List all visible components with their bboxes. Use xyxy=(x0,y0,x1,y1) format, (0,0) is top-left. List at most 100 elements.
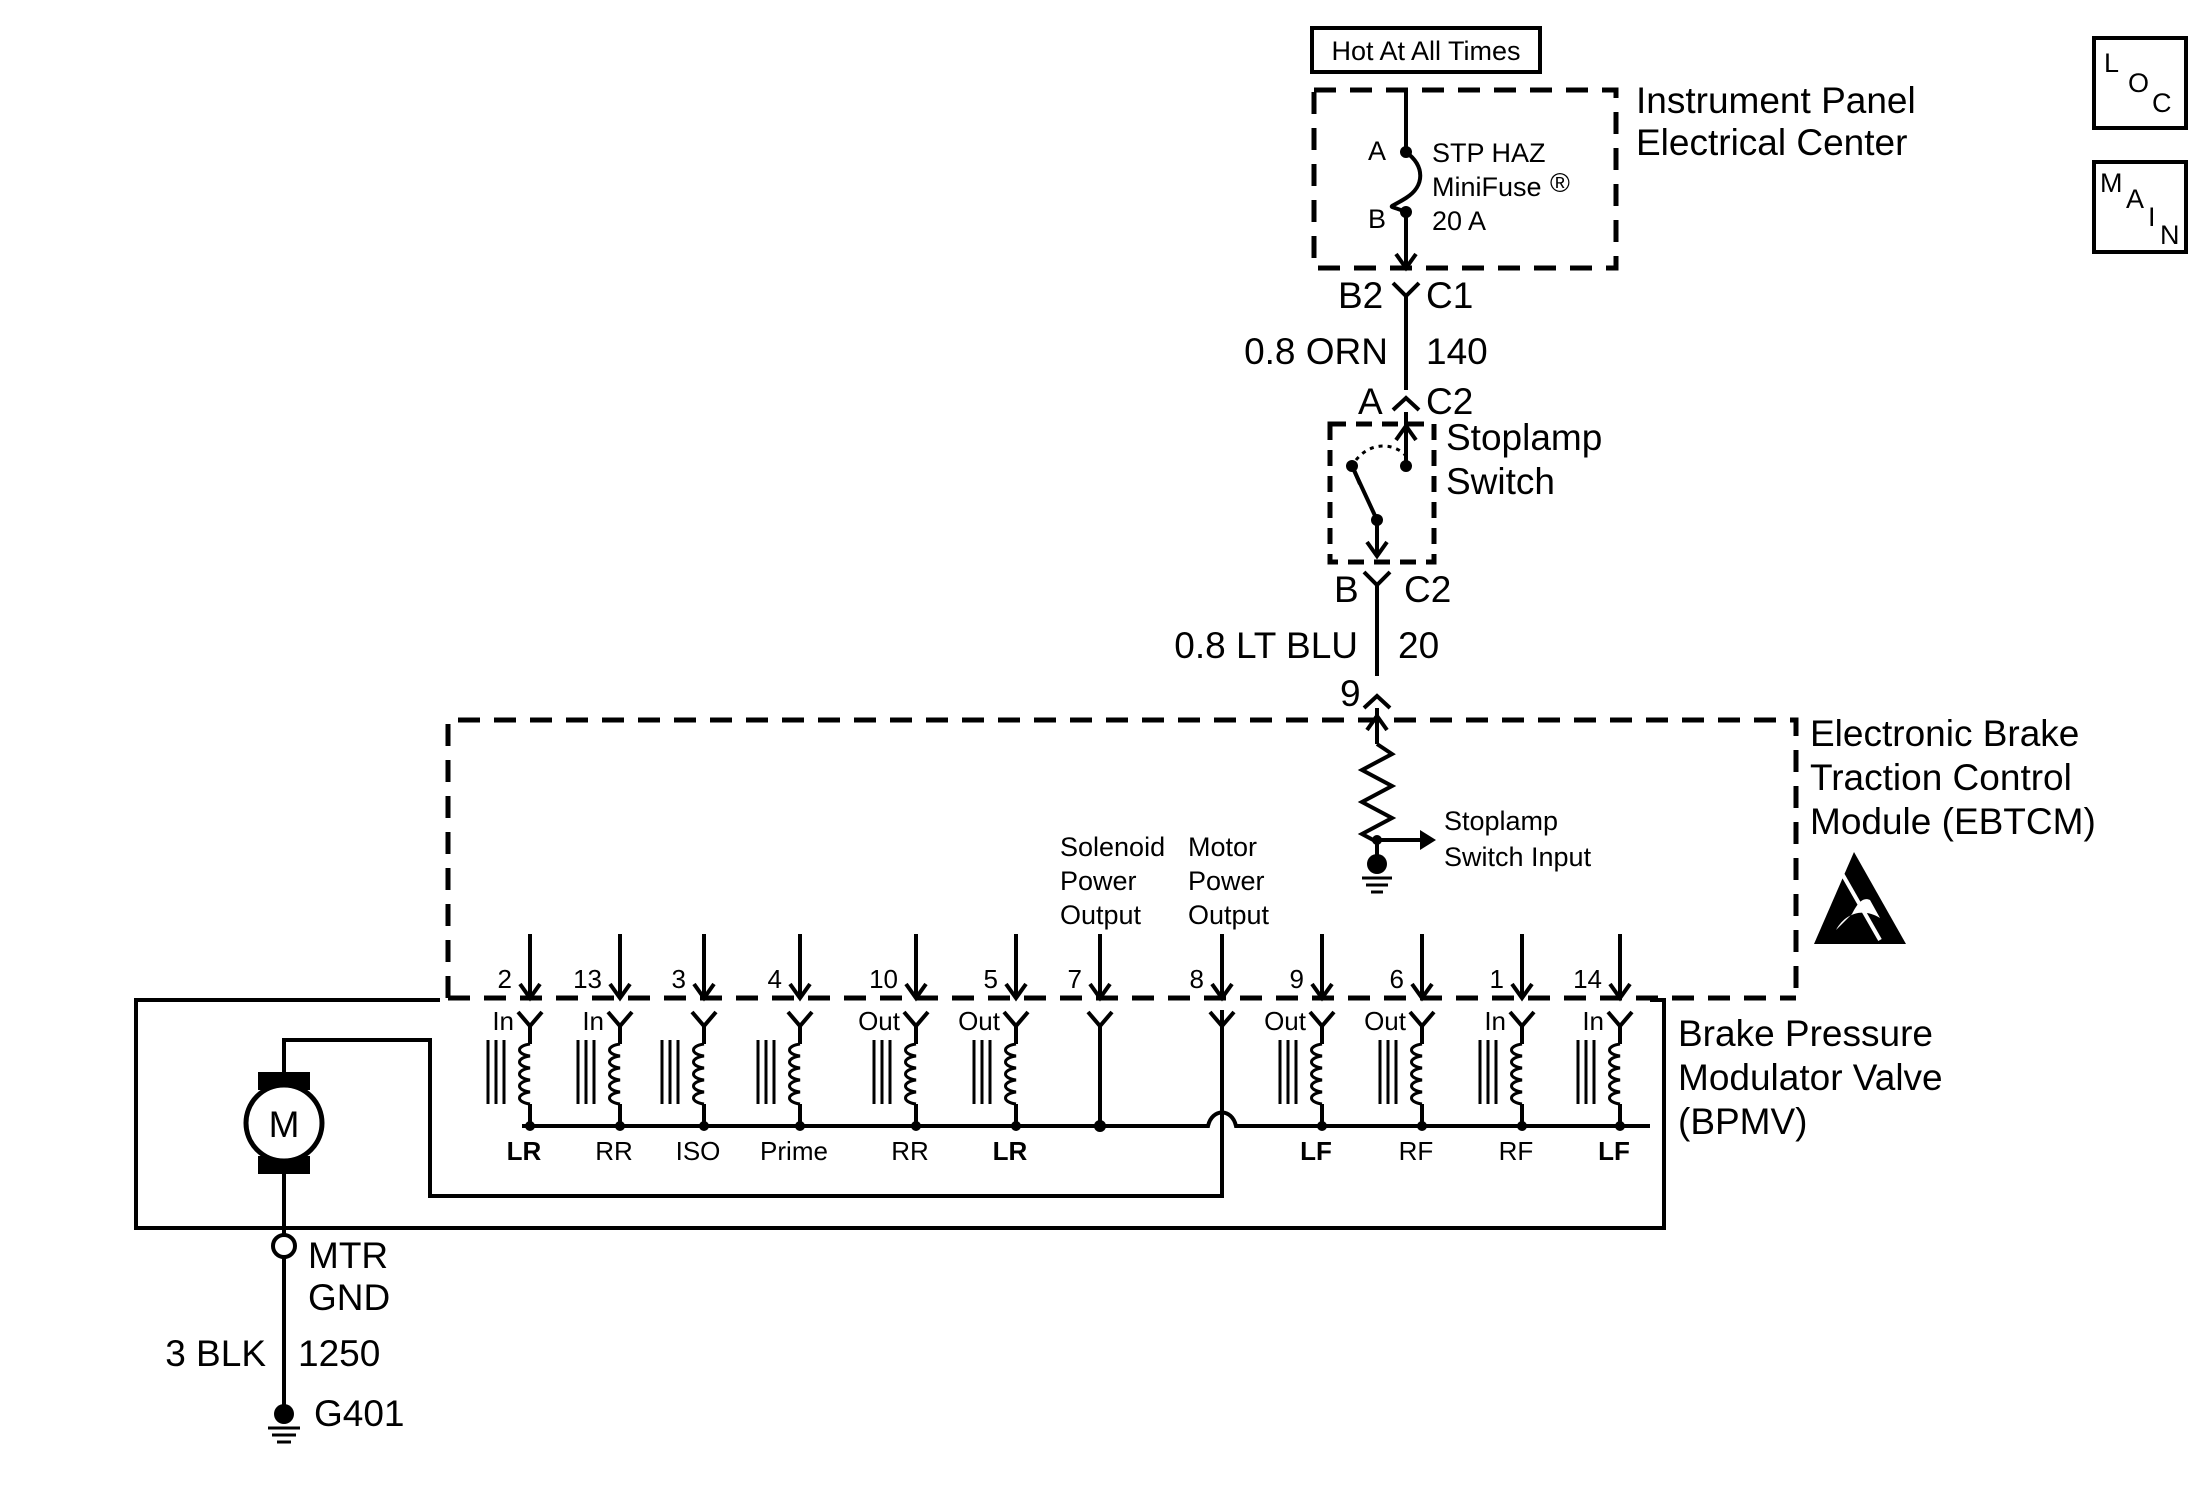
valve-wheel-label: LF xyxy=(1598,1136,1630,1166)
ground-wire-circuit: 1250 xyxy=(298,1333,380,1374)
connector-c2-in: A C2 xyxy=(1358,381,1473,422)
valve-wheel-label: LR xyxy=(507,1136,542,1166)
pin-number: 13 xyxy=(573,964,602,994)
ebtcm-line3: Module (EBTCM) xyxy=(1810,801,2096,842)
valve-wheel-label: RR xyxy=(595,1136,633,1166)
pin-number: 2 xyxy=(498,964,512,994)
fuse-line1: STP HAZ xyxy=(1432,138,1546,168)
valve-type-label: In xyxy=(1484,1006,1506,1036)
ebtcm-line2: Traction Control xyxy=(1810,757,2072,798)
fuse-terminal-a: A xyxy=(1368,136,1386,166)
main-button[interactable]: M A I N xyxy=(2092,160,2188,254)
loc-button[interactable]: L O C xyxy=(2092,36,2188,130)
valve-type-label: In xyxy=(1582,1006,1604,1036)
valve-type-label: Out xyxy=(958,1006,1001,1036)
motor-power-line2: Power xyxy=(1188,866,1265,896)
solenoid-coil xyxy=(1004,1042,1017,1106)
bpmv-line2: Modulator Valve xyxy=(1678,1057,1943,1098)
mtr-gnd-line1: MTR xyxy=(308,1235,388,1276)
valve-wheel-label: RF xyxy=(1399,1136,1434,1166)
motor-power-line1: Motor xyxy=(1188,832,1257,862)
solenoid-common-bus xyxy=(522,1110,1650,1128)
hot-at-all-times-box: Hot At All Times xyxy=(1310,26,1542,74)
bpmv-line1: Brake Pressure xyxy=(1678,1013,1933,1054)
pin-number: 4 xyxy=(768,964,782,994)
pin-number: 10 xyxy=(869,964,898,994)
pin-number: 9 xyxy=(1290,964,1304,994)
solenoid-coil xyxy=(1608,1042,1621,1106)
stoplamp-switch-line2: Switch xyxy=(1446,461,1555,502)
wire2-circuit: 20 xyxy=(1398,625,1439,666)
solenoid-coil xyxy=(904,1042,917,1106)
fuse-terminal-b: B xyxy=(1368,204,1386,234)
pin-number: 6 xyxy=(1390,964,1404,994)
wire1-circuit: 140 xyxy=(1426,331,1488,372)
ground-wire-gauge-color: 3 BLK xyxy=(165,1333,266,1374)
valve-wheel-label: ISO xyxy=(676,1136,721,1166)
panel-name-line1: Instrument Panel xyxy=(1636,80,1916,121)
panel-name-line2: Electrical Center xyxy=(1636,122,1907,163)
solenoid-coil xyxy=(608,1042,621,1106)
valve-type-label: Out xyxy=(1364,1006,1407,1036)
ebtcm-line1: Electronic Brake xyxy=(1810,713,2079,754)
bpmv-line3: (BPMV) xyxy=(1678,1101,1808,1142)
pin-7-circuit: 7 xyxy=(1068,934,1114,1132)
fuse-line2: MiniFuse xyxy=(1432,172,1542,202)
fuse-line3: 20 A xyxy=(1432,206,1486,236)
esd-warning-icon xyxy=(1814,852,1906,944)
pin-number: 8 xyxy=(1190,964,1204,994)
instrument-panel-electrical-center: Instrument Panel Electrical Center xyxy=(1311,80,1916,271)
switch-out-name: C2 xyxy=(1404,569,1451,610)
motor-ground: MTR GND 3 BLK 1250 G401 xyxy=(165,1228,405,1444)
pump-motor: M xyxy=(243,1072,325,1228)
switch-in-cavity: A xyxy=(1358,381,1383,422)
valve-type-label: Out xyxy=(1264,1006,1307,1036)
solenoid-power-line2: Power xyxy=(1060,866,1137,896)
valve-type-label: Out xyxy=(858,1006,901,1036)
pin-number: 1 xyxy=(1490,964,1504,994)
main-letter-m: M xyxy=(2100,168,2123,198)
pin-number: 5 xyxy=(984,964,998,994)
wire2-gauge-color: 0.8 LT BLU xyxy=(1174,625,1358,666)
connector-c2-out: B C2 xyxy=(1334,569,1451,676)
ebtcm-pin-9: 9 xyxy=(1340,673,1361,714)
valve-wheel-label: Prime xyxy=(760,1136,828,1166)
ebtcm-pin-9-connector: 9 xyxy=(1340,673,1392,714)
solenoid-coil xyxy=(788,1042,801,1106)
ground-id: G401 xyxy=(314,1393,405,1434)
solenoid-power-line3: Output xyxy=(1060,900,1142,930)
solenoid-coil xyxy=(518,1042,531,1106)
c1-cavity: B2 xyxy=(1338,275,1383,316)
valve-wheel-label: LF xyxy=(1300,1136,1332,1166)
motor-power-wire xyxy=(282,1010,1224,1198)
stoplamp-input-line1: Stoplamp xyxy=(1444,806,1558,836)
ebtcm-module: Electronic Brake Traction Control Module… xyxy=(445,713,2096,1001)
main-letter-i: I xyxy=(2148,202,2156,232)
main-letter-n: N xyxy=(2160,220,2180,250)
c1-name: C1 xyxy=(1426,275,1473,316)
switch-in-name: C2 xyxy=(1426,381,1473,422)
stoplamp-switch-line1: Stoplamp xyxy=(1446,417,1602,458)
pin-number: 14 xyxy=(1573,964,1602,994)
main-letter-a: A xyxy=(2126,184,2144,214)
solenoid-coil xyxy=(1310,1042,1323,1106)
solenoid-coil xyxy=(692,1042,705,1106)
bpmv-module: Brake Pressure Modulator Valve (BPMV) xyxy=(134,998,1943,1230)
stp-haz-minifuse: A B STP HAZ MiniFuse ® 20 A xyxy=(1368,92,1570,272)
pin-8-circuit: 8 xyxy=(1190,934,1236,1040)
valve-wheel-label: RF xyxy=(1499,1136,1534,1166)
loc-letter-o: O xyxy=(2128,68,2149,98)
pin-number: 3 xyxy=(672,964,686,994)
motor-power-line3: Output xyxy=(1188,900,1270,930)
